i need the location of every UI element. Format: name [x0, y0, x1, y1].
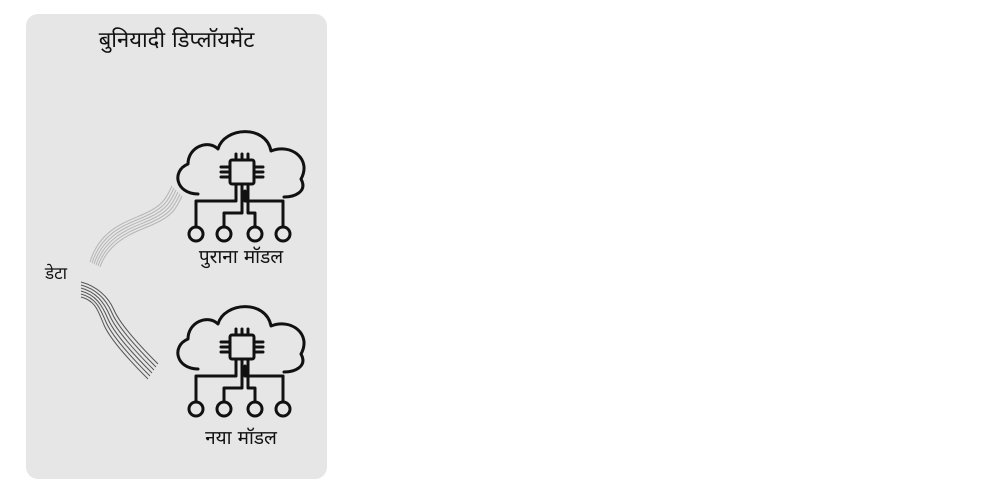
data-streams — [80, 185, 183, 380]
new-model — [166, 284, 316, 434]
new-model-label: नया मॉडल — [205, 427, 277, 449]
data-stream-to-new-model — [80, 281, 159, 380]
cloud-chip-network-icon — [176, 130, 306, 243]
basic-deployment-panel: बुनियादी डिप्लॉयमेंट डेटा — [26, 14, 327, 479]
panel-title: बुनियादी डिप्लॉयमेंट — [98, 28, 255, 53]
data-stream-to-old-model — [89, 185, 183, 268]
cloud-chip-network-icon — [176, 305, 306, 418]
data-label: डेटा — [45, 264, 68, 284]
old-model-label: पुराना मॉडल — [198, 246, 284, 268]
old-model — [166, 109, 316, 259]
